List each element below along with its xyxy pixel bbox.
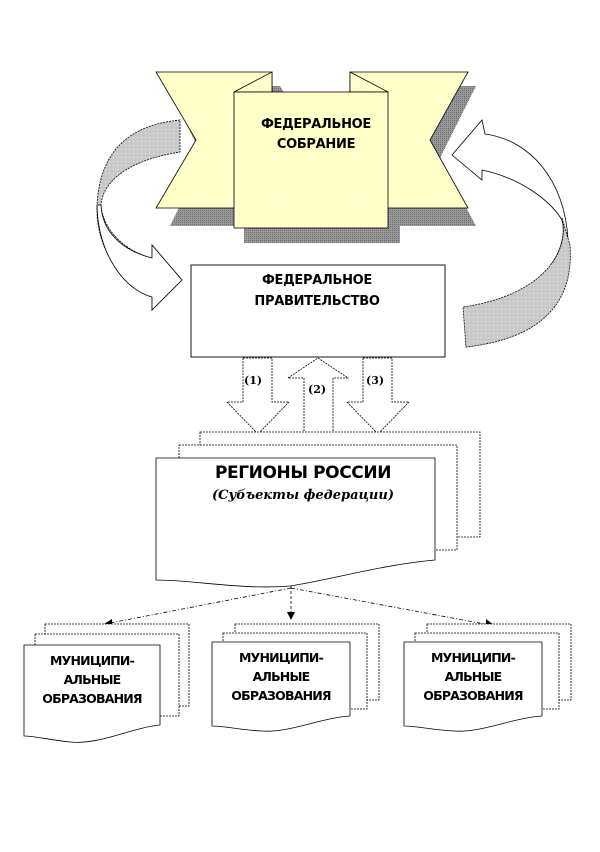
arrow-label-2: (2) (308, 383, 327, 396)
curved-arrow-right (451, 119, 571, 348)
municipality-stack-1 (23, 623, 190, 743)
municipality-3-line2: АЛЬНЫЕ (444, 669, 503, 684)
municipality-2-line3: ОБРАЗОВАНИЯ (231, 688, 331, 703)
connector-lines (104, 586, 494, 628)
regions-subtitle: (Субъекты федерации) (211, 488, 394, 503)
municipality-3-line3: ОБРАЗОВАНИЯ (423, 688, 523, 703)
municipality-label-1: МУНИЦИПИ- АЛЬНЫЕ ОБРАЗОВАНИЯ (21, 651, 163, 708)
municipality-1-line3: ОБРАЗОВАНИЯ (42, 691, 142, 706)
federal-government-label: ФЕДЕРАЛЬНОЕ ПРАВИТЕЛЬСТВО (190, 270, 444, 312)
federal-government-box (190, 264, 446, 358)
municipality-2-line2: АЛЬНЫЕ (252, 669, 311, 684)
block-arrows (226, 357, 410, 435)
municipality-2-line1: МУНИЦИПИ- (239, 650, 324, 665)
arrow-label-1: (1) (244, 374, 263, 387)
municipality-stack-3 (403, 623, 572, 732)
federal-assembly-line2: СОБРАНИЕ (276, 137, 356, 152)
curved-arrow-left (96, 119, 183, 311)
federal-assembly-shape (155, 71, 476, 243)
federal-assembly-line1: ФЕДЕРАЛЬНОЕ (260, 117, 372, 132)
municipality-label-2: МУНИЦИПИ- АЛЬНЫЕ ОБРАЗОВАНИЯ (210, 648, 352, 705)
municipality-1-line1: МУНИЦИПИ- (50, 653, 135, 668)
municipality-stack-2 (211, 623, 380, 732)
arrow-label-3: (3) (366, 374, 385, 387)
municipality-label-3: МУНИЦИПИ- АЛЬНЫЕ ОБРАЗОВАНИЯ (402, 648, 544, 705)
federal-government-line2: ПРАВИТЕЛЬСТВО (254, 294, 380, 309)
regions-document-stack (155, 431, 481, 588)
regions-title: РЕГИОНЫ РОССИИ (214, 463, 392, 483)
municipality-1-line2: АЛЬНЫЕ (63, 672, 122, 687)
municipality-3-line1: МУНИЦИПИ- (431, 650, 516, 665)
federal-government-line1: ФЕДЕРАЛЬНОЕ (261, 273, 373, 288)
federal-assembly-label: ФЕДЕРАЛЬНОЕ СОБРАНИЕ (238, 115, 394, 155)
